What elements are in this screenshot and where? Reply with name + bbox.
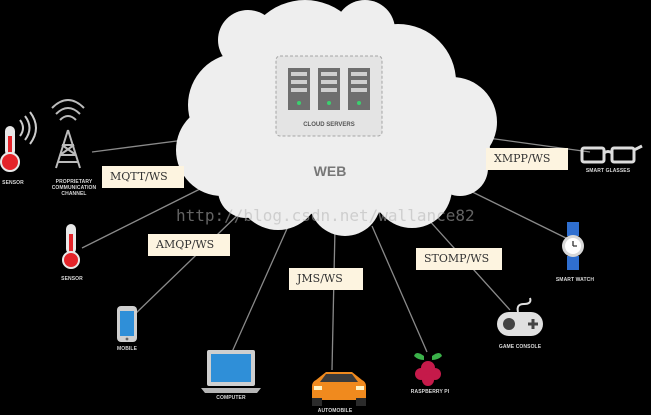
cloud-servers-label: CLOUD SERVERS: [303, 122, 355, 128]
cloud-servers-box: CLOUD SERVERS: [275, 55, 383, 137]
protocol-label-mqtt: MQTT/WS: [102, 166, 184, 188]
antenna-tower-icon: [51, 99, 85, 169]
protocol-label-amqp: AMQP/WS: [148, 234, 230, 256]
thermometer-icon: [0, 111, 37, 172]
connector-automobile: [331, 227, 336, 371]
label-sensor: SENSOR: [61, 276, 83, 282]
label-channel-line1: PROPRIETARY: [55, 179, 93, 185]
connector-raspberry: [371, 225, 428, 353]
label-mobile: MOBILE: [116, 346, 138, 352]
raspberry-pi-icon: [414, 353, 442, 386]
label-computer: COMPUTER: [216, 395, 246, 401]
label-automobile: AUTOMOBILE: [317, 408, 353, 414]
mobile-phone-icon: [117, 306, 137, 342]
label-smart-glasses: SMART GLASSES: [585, 168, 631, 174]
protocol-label-jms: JMS/WS: [289, 268, 363, 290]
car-icon: [312, 372, 366, 406]
web-label: WEB: [314, 163, 347, 179]
connector-smart-glasses: [487, 137, 591, 153]
connectors: [81, 137, 591, 371]
connector-computer: [231, 221, 291, 353]
label-channel-line3: CHANNEL: [61, 191, 87, 197]
connector-sensor: [81, 177, 223, 249]
protocol-label-stomp: STOMP/WS: [416, 248, 502, 270]
smart-glasses-icon: [580, 144, 643, 164]
game-controller-icon: [497, 297, 543, 336]
connector-mobile: [132, 204, 249, 317]
watermark: http://blog.csdn.net/wallance82: [176, 206, 475, 225]
laptop-icon: [201, 350, 261, 393]
protocol-label-xmpp: XMPP/WS: [486, 148, 568, 170]
server-rack-icon: [288, 68, 370, 110]
sensor-thermometer-icon: [62, 224, 80, 269]
label-raspberry-pi: RASPBERRY PI: [410, 389, 450, 395]
label-smart-watch: SMART WATCH: [555, 277, 595, 283]
smart-watch-icon: [562, 222, 584, 270]
label-sensor-top: SENSOR: [2, 180, 24, 186]
label-game-console: GAME CONSOLE: [498, 344, 542, 350]
label-channel-line2: COMMUNICATION: [51, 185, 97, 191]
